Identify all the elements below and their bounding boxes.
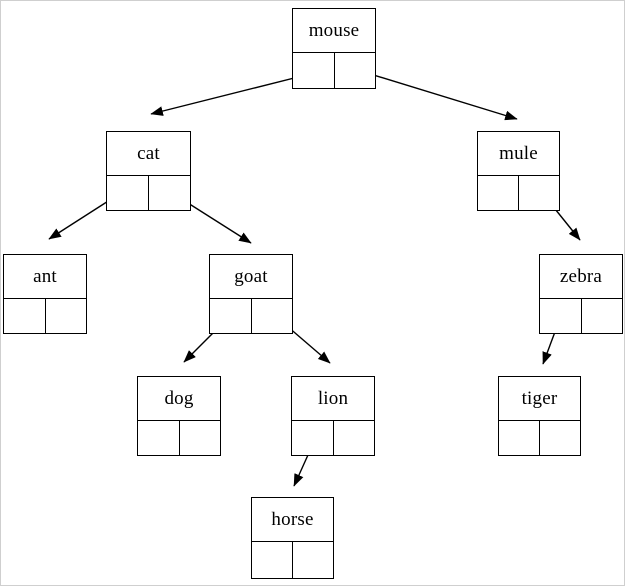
right-pointer-cell-horse[interactable] [293, 542, 333, 578]
node-label-lion: lion [292, 377, 374, 421]
right-pointer-cell-cat[interactable] [149, 176, 190, 210]
tree-edge-mouse-left-cat [150, 72, 315, 116]
node-pointers-ant [4, 299, 86, 333]
node-label-zebra: zebra [540, 255, 622, 299]
tree-node-ant[interactable]: ant [3, 254, 87, 334]
node-pointers-goat [210, 299, 292, 333]
node-label-goat: goat [210, 255, 292, 299]
tree-node-mule[interactable]: mule [477, 131, 560, 211]
node-label-mule: mule [478, 132, 559, 176]
left-pointer-cell-horse[interactable] [252, 542, 293, 578]
node-label-ant: ant [4, 255, 86, 299]
node-label-cat: cat [107, 132, 190, 176]
left-pointer-cell-goat[interactable] [210, 299, 252, 333]
node-pointers-lion [292, 421, 374, 455]
node-pointers-cat [107, 176, 190, 210]
node-label-tiger: tiger [499, 377, 580, 421]
node-pointers-dog [138, 421, 220, 455]
left-pointer-cell-tiger[interactable] [499, 421, 540, 455]
tree-node-mouse[interactable]: mouse [292, 8, 376, 89]
node-label-mouse: mouse [293, 9, 375, 53]
node-pointers-zebra [540, 299, 622, 333]
tree-node-horse[interactable]: horse [251, 497, 334, 579]
right-pointer-cell-mule[interactable] [519, 176, 559, 210]
left-pointer-cell-ant[interactable] [4, 299, 46, 333]
left-pointer-cell-dog[interactable] [138, 421, 180, 455]
left-pointer-cell-lion[interactable] [292, 421, 334, 455]
right-pointer-cell-dog[interactable] [179, 421, 220, 455]
tree-node-tiger[interactable]: tiger [498, 376, 581, 456]
right-pointer-cell-ant[interactable] [45, 299, 86, 333]
right-pointer-cell-tiger[interactable] [540, 421, 580, 455]
tree-node-cat[interactable]: cat [106, 131, 191, 211]
node-label-horse: horse [252, 498, 333, 542]
right-pointer-cell-mouse[interactable] [334, 53, 375, 88]
node-pointers-horse [252, 542, 333, 578]
right-pointer-cell-lion[interactable] [333, 421, 374, 455]
node-label-dog: dog [138, 377, 220, 421]
tree-node-goat[interactable]: goat [209, 254, 293, 334]
tree-node-zebra[interactable]: zebra [539, 254, 623, 334]
left-pointer-cell-cat[interactable] [107, 176, 149, 210]
right-pointer-cell-goat[interactable] [251, 299, 292, 333]
left-pointer-cell-mouse[interactable] [293, 53, 335, 88]
tree-node-lion[interactable]: lion [291, 376, 375, 456]
left-pointer-cell-mule[interactable] [478, 176, 519, 210]
node-pointers-mule [478, 176, 559, 210]
tree-edge-mouse-right-mule [353, 68, 518, 121]
right-pointer-cell-zebra[interactable] [581, 299, 622, 333]
tree-node-dog[interactable]: dog [137, 376, 221, 456]
node-pointers-mouse [293, 53, 375, 88]
node-pointers-tiger [499, 421, 580, 455]
left-pointer-cell-zebra[interactable] [540, 299, 582, 333]
